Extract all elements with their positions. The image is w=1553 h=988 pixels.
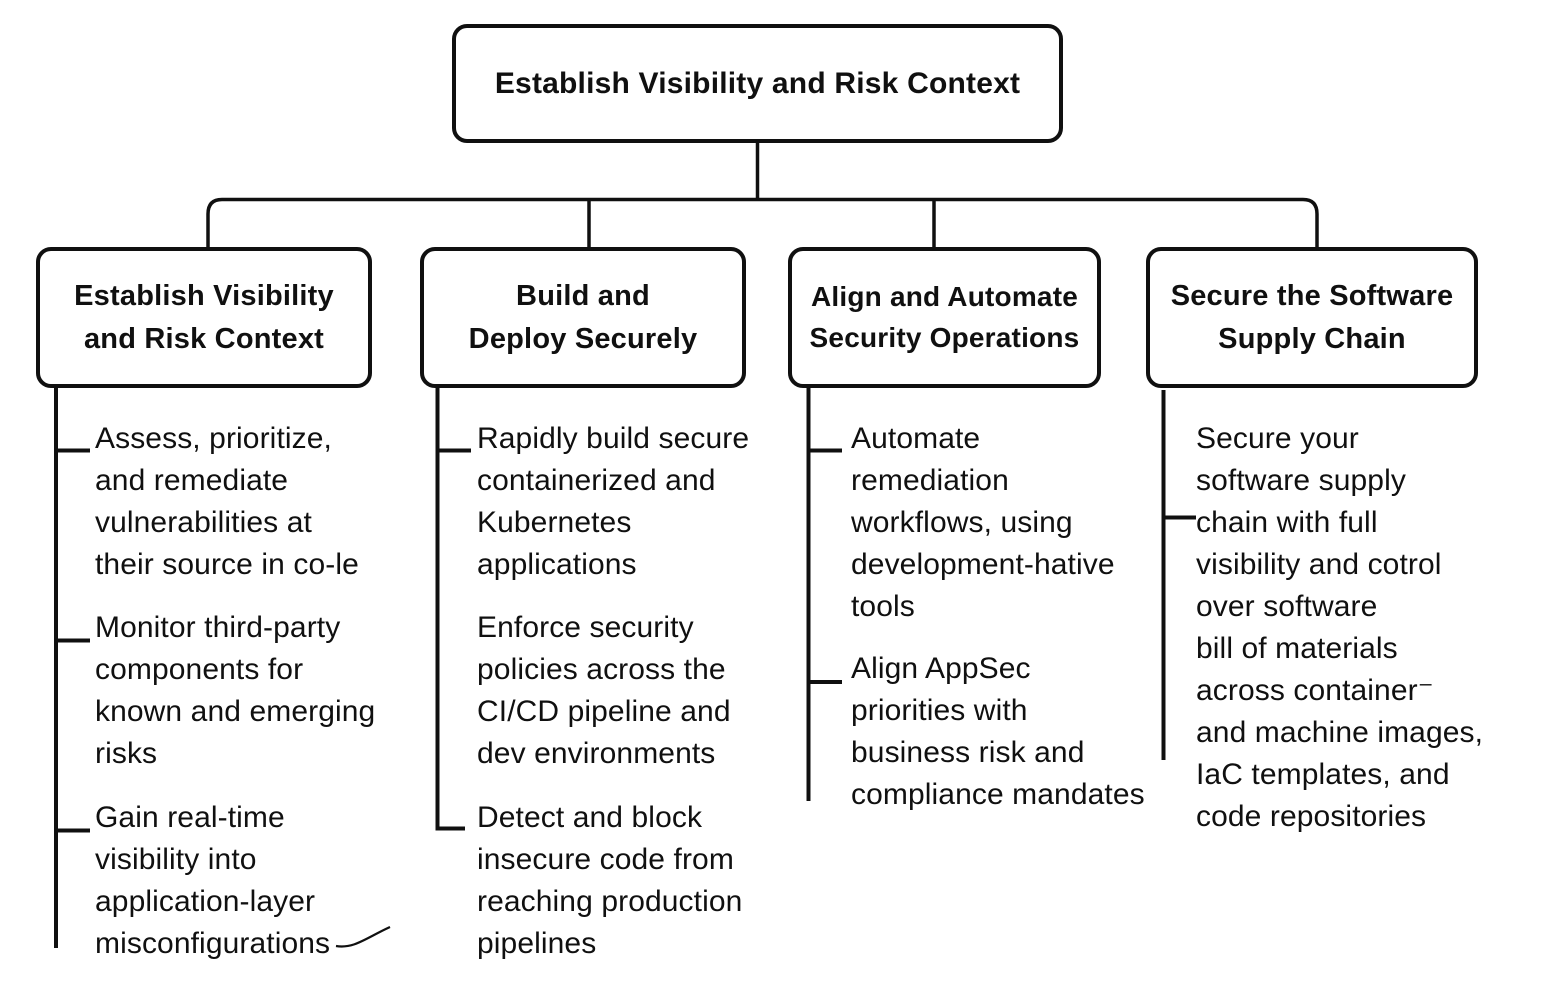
node-supply-chain: Secure the Software Supply Chain bbox=[1146, 247, 1478, 388]
node-build-deploy: Build and Deploy Securely bbox=[420, 247, 746, 388]
column-2-spine bbox=[435, 387, 465, 831]
tree-rail-connector bbox=[206, 197, 1319, 248]
node-align-automate: Align and Automate Security Operations bbox=[788, 247, 1101, 388]
bullet-monitor-third-party: Monitor third-party components for known… bbox=[95, 611, 376, 770]
node-establish-visibility: Establish Visibility and Risk Context bbox=[36, 247, 372, 388]
bullet-secure-supply-chain: Secure your software supply chain with f… bbox=[1196, 422, 1484, 833]
bullet-detect-block: Detect and block insecure code from reac… bbox=[477, 801, 743, 960]
bullet-enforce-policies: Enforce security policies across the CI/… bbox=[477, 611, 731, 770]
bullet-rapidly-build: Rapidly build secure containerized and K… bbox=[477, 422, 750, 581]
node-build-deploy-title: Build and Deploy Securely bbox=[468, 280, 698, 355]
node-root-title: Establish Visibility and Risk Context bbox=[494, 66, 1021, 100]
bullet-align-appsec: Align AppSec priorities with business ri… bbox=[851, 652, 1145, 811]
bullet-automate-remediation: Automate remediation workflows, using de… bbox=[851, 422, 1115, 623]
node-establish-visibility-title: Establish Visibility and Risk Context bbox=[74, 280, 334, 355]
node-root: Establish Visibility and Risk Context bbox=[452, 24, 1063, 143]
bullet-assess-prioritize: Assess, prioritize, and remediate vulner… bbox=[95, 422, 359, 581]
node-align-automate-title: Align and Automate Security Operations bbox=[809, 280, 1080, 353]
pen-flourish bbox=[335, 926, 391, 948]
bullet-gain-realtime-visibility: Gain real-time visibility into applicati… bbox=[95, 801, 331, 960]
node-supply-chain-title: Secure the Software Supply Chain bbox=[1170, 280, 1454, 355]
